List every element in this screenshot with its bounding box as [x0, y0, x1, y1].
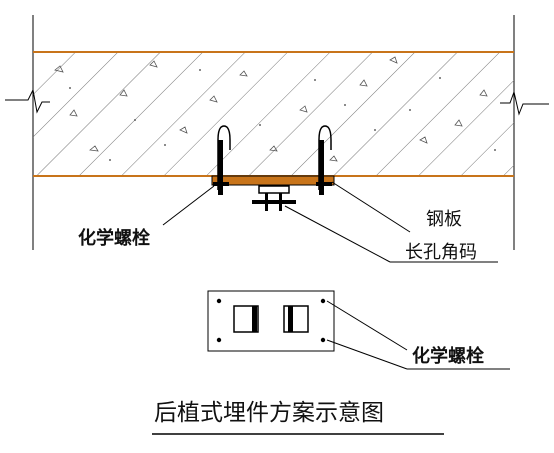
plate-plan-view: [207, 290, 335, 352]
label-chemical-bolt-top: 化学螺栓: [78, 227, 150, 249]
aggregate-marks: [54, 56, 496, 162]
break-lines: [5, 88, 549, 116]
label-steel-plate: 钢板: [426, 209, 462, 230]
left-chemical-bolt: [213, 125, 231, 195]
anchor-assembly: [211, 125, 335, 211]
right-chemical-bolt: [316, 125, 332, 195]
slot-angle-bracket: [252, 185, 296, 211]
label-chemical-bolt-bottom: 化学螺栓: [412, 345, 484, 367]
label-slot-angle: 长孔角码: [405, 242, 477, 263]
leader-lines: [162, 181, 510, 370]
steel-plate: [211, 175, 335, 186]
concrete-slab: [33, 51, 514, 177]
diagram-caption: 后植式埋件方案示意图: [154, 400, 384, 426]
